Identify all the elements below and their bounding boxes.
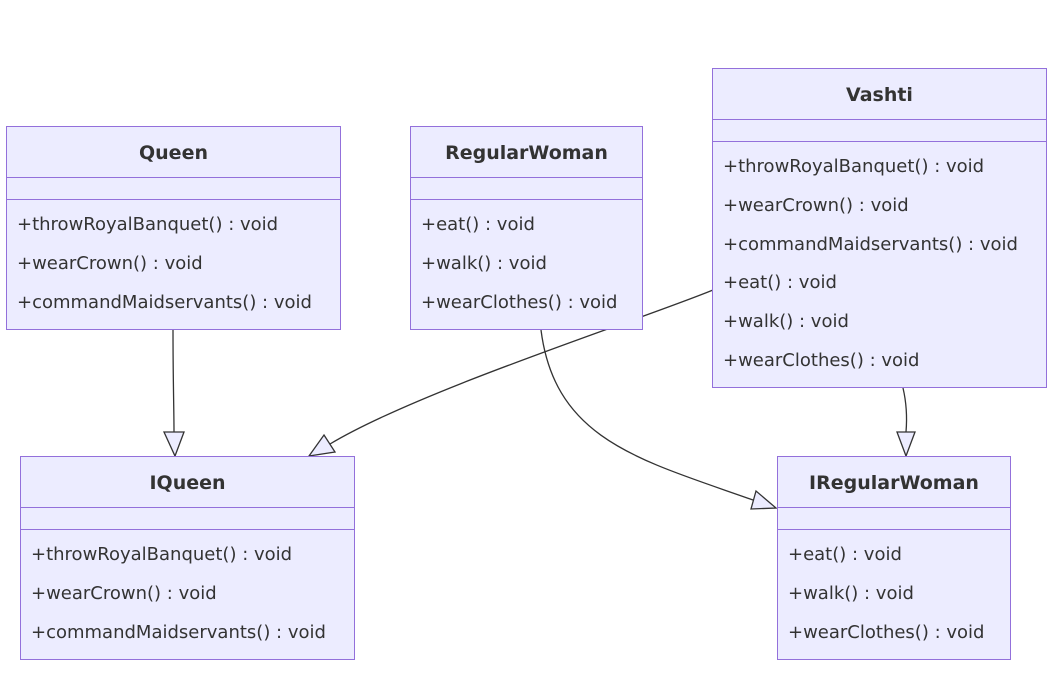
class-regularwoman-name-divider [411, 177, 642, 178]
edge-vashti-to-iqueen [329, 289, 714, 445]
method-item: +commandMaidservants() : void [17, 291, 312, 313]
method-item: +eat() : void [788, 544, 902, 565]
class-regularwoman[interactable]: RegularWoman +eat() : void +walk() : voi… [410, 126, 643, 330]
arrowhead-vashti-to-iqueen [307, 433, 337, 457]
method-item: +wearClothes() : void [788, 621, 985, 643]
class-regularwoman-attributes [411, 177, 642, 199]
method-item: +wearCrown() : void [17, 252, 203, 274]
class-iregularwoman-attributes-divider [778, 529, 1010, 530]
method-item: +walk() : void [723, 311, 849, 333]
class-vashti-name: Vashti [846, 84, 913, 106]
class-iqueen-attributes-divider [21, 529, 354, 530]
method-item: +commandMaidservants() : void [31, 621, 326, 643]
arrowhead-queen-to-iqueen [162, 431, 185, 458]
edge-queen-to-iqueen [172, 329, 175, 433]
method-item: +walk() : void [788, 582, 914, 604]
class-queen-methods: +throwRoyalBanquet() : void +wearCrown()… [17, 206, 336, 322]
method-item: +walk() : void [421, 252, 547, 274]
class-queen-name-divider [7, 177, 340, 178]
class-iregularwoman[interactable]: IRegularWoman +eat() : void +walk() : vo… [777, 456, 1011, 660]
class-regularwoman-methods: +eat() : void +walk() : void +wearClothe… [421, 206, 638, 322]
class-iqueen[interactable]: IQueen +throwRoyalBanquet() : void +wear… [20, 456, 355, 660]
class-queen-name: Queen [139, 142, 208, 164]
method-item: +commandMaidservants() : void [723, 233, 1018, 255]
class-vashti-methods: +throwRoyalBanquet() : void +wearCrown()… [723, 148, 1042, 381]
class-queen-attributes [7, 177, 340, 199]
class-iqueen-name-divider [21, 507, 354, 508]
method-item: +throwRoyalBanquet() : void [17, 214, 279, 235]
class-iqueen-attributes [21, 507, 354, 529]
class-iregularwoman-attributes [778, 507, 1010, 529]
class-iqueen-name: IQueen [149, 472, 226, 494]
class-regularwoman-name: RegularWoman [445, 142, 608, 164]
method-item: +eat() : void [421, 214, 535, 235]
method-item: +wearCrown() : void [31, 582, 217, 604]
class-vashti-attributes [713, 119, 1046, 141]
class-iregularwoman-methods: +eat() : void +walk() : void +wearClothe… [788, 536, 1006, 652]
method-item: +eat() : void [723, 272, 837, 294]
class-iregularwoman-name: IRegularWoman [809, 472, 979, 494]
class-regularwoman-attributes-divider [411, 199, 642, 200]
edge-vashti-to-iregularwoman [902, 387, 908, 433]
arrowhead-vashti-to-iregularwoman [896, 431, 916, 458]
class-iqueen-methods: +throwRoyalBanquet() : void +wearCrown()… [31, 536, 350, 652]
method-item: +wearClothes() : void [723, 349, 920, 371]
class-iregularwoman-name-divider [778, 507, 1010, 508]
arrowhead-regularwoman-to-iregularwoman [750, 489, 778, 510]
class-vashti[interactable]: Vashti +throwRoyalBanquet() : void +wear… [712, 68, 1047, 388]
method-item: +throwRoyalBanquet() : void [723, 156, 985, 177]
class-vashti-attributes-divider [713, 141, 1046, 142]
method-item: +throwRoyalBanquet() : void [31, 544, 293, 565]
method-item: +wearCrown() : void [723, 194, 909, 216]
class-vashti-name-divider [713, 119, 1046, 120]
class-queen[interactable]: Queen +throwRoyalBanquet() : void +wearC… [6, 126, 341, 330]
method-item: +wearClothes() : void [421, 291, 618, 313]
class-queen-attributes-divider [7, 199, 340, 200]
edge-regularwoman-to-iregularwoman [540, 329, 754, 501]
